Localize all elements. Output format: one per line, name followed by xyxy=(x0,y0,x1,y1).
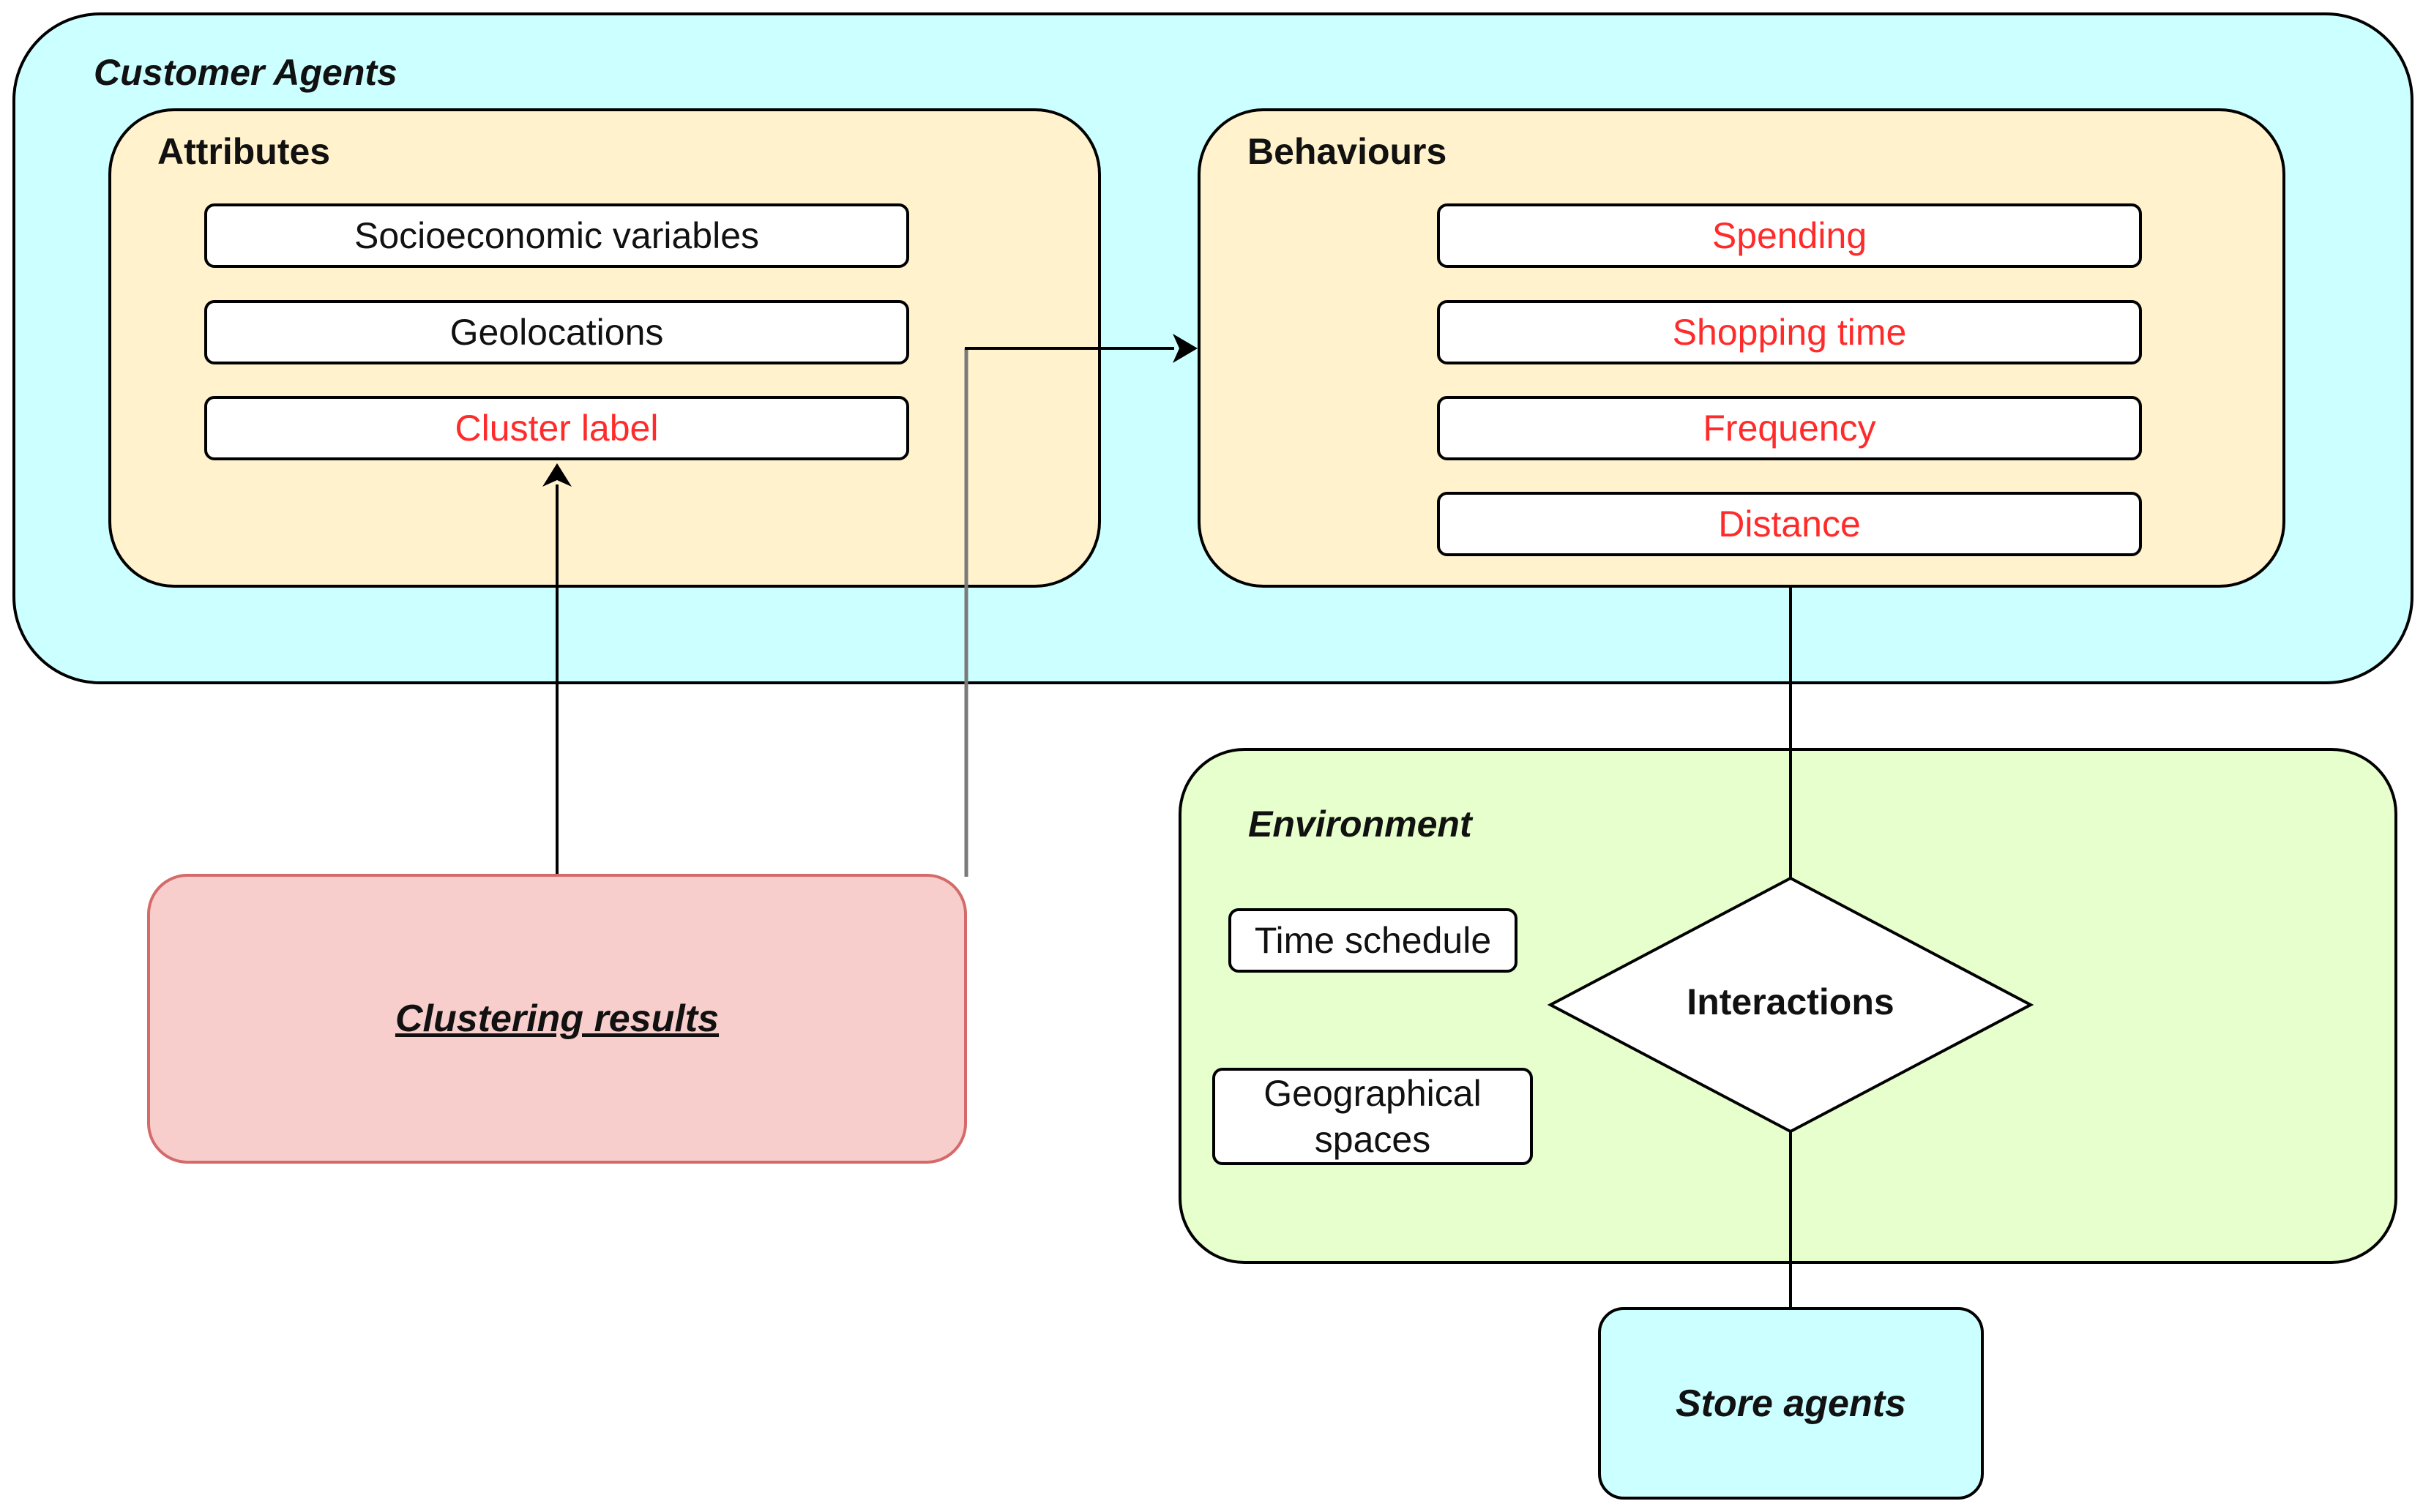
store-agents-label: Store agents xyxy=(1676,1382,1906,1425)
interactions-label: Interactions xyxy=(1687,981,1894,1022)
attribute-item-socioeconomic: Socioeconomic variables xyxy=(204,203,909,268)
arrowhead-behaviours xyxy=(1173,334,1198,363)
store-agents-box: Store agents xyxy=(1598,1307,1984,1500)
interactions-diamond xyxy=(1547,876,2034,1134)
environment-item-time-schedule: Time schedule xyxy=(1228,908,1517,973)
clustering-results-label: Clustering results xyxy=(395,998,720,1040)
behaviour-item-shopping-time: Shopping time xyxy=(1437,300,2142,364)
customer-agents-title: Customer Agents xyxy=(94,52,397,93)
arrowhead-cluster-label xyxy=(542,463,572,487)
attribute-item-cluster-label: Cluster label xyxy=(204,396,909,460)
behaviour-item-distance: Distance xyxy=(1437,492,2142,556)
behaviour-item-frequency: Frequency xyxy=(1437,396,2142,460)
behaviours-title: Behaviours xyxy=(1247,131,1447,172)
attribute-item-geolocations: Geolocations xyxy=(204,300,909,364)
behaviour-item-spending: Spending xyxy=(1437,203,2142,268)
attributes-title: Attributes xyxy=(157,131,331,172)
environment-item-geographical-spaces: Geographical spaces xyxy=(1212,1068,1533,1165)
clustering-results-box: Clustering results xyxy=(147,874,967,1164)
environment-title: Environment xyxy=(1248,804,1472,845)
